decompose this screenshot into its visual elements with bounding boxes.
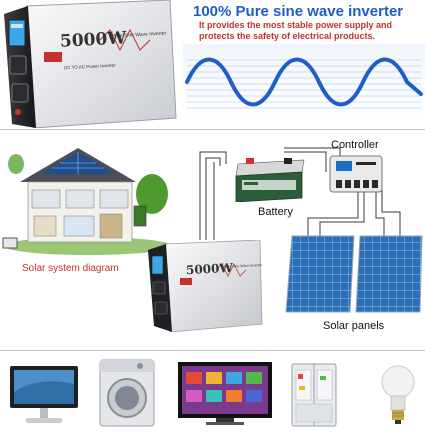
inverter-image-small [148, 239, 263, 333]
charge-controller [328, 154, 384, 194]
section-divider-bottom [0, 350, 425, 351]
inverter-image [4, 0, 177, 129]
battery-icon [235, 158, 305, 203]
battery-label: Battery [258, 206, 293, 218]
refrigerator-icon [291, 363, 337, 427]
solar-panel-icon [285, 235, 423, 313]
solar-panels [284, 234, 424, 314]
inverter-small-left [2, 236, 18, 249]
appliance-refrigerator [290, 362, 338, 428]
solar-panels-label: Solar panels [323, 320, 385, 332]
mini-inverter-icon [2, 237, 18, 249]
subheadline: It provides the most stable power supply… [199, 20, 393, 41]
charge-controller-icon [329, 155, 383, 193]
appliance-computer-monitor [8, 364, 80, 426]
computer-monitor-icon [10, 366, 78, 423]
house-illustration [2, 134, 174, 256]
inverter-product-large: 5000W Pure Sine Wave Inverter DC TO AC P… [0, 0, 178, 129]
controller-label: Controller [331, 139, 379, 151]
appliance-light-bulb [380, 364, 416, 426]
wiring-lines [199, 147, 401, 240]
inverter-rating-label: 5000W [59, 28, 127, 52]
inverter-small-rating-label: 5000W [185, 260, 234, 278]
battery [232, 158, 306, 203]
section-divider-top [0, 129, 425, 130]
solar-system-diagram-caption: Solar system diagram [22, 263, 119, 274]
headline: 100% Pure sine wave inverter [193, 3, 404, 20]
wiring-diagram [176, 140, 425, 240]
television-icon [178, 362, 272, 425]
inverter-product-small: 5000W Pure Sine Wave Inverter [146, 239, 264, 333]
appliance-washing-machine [98, 358, 156, 428]
solar-house-icon [4, 148, 172, 255]
light-bulb-icon [381, 365, 415, 424]
washing-machine-icon [99, 359, 155, 427]
sine-wave-icon [183, 44, 425, 120]
appliance-television [176, 360, 274, 428]
sine-wave-graphic [183, 44, 425, 120]
